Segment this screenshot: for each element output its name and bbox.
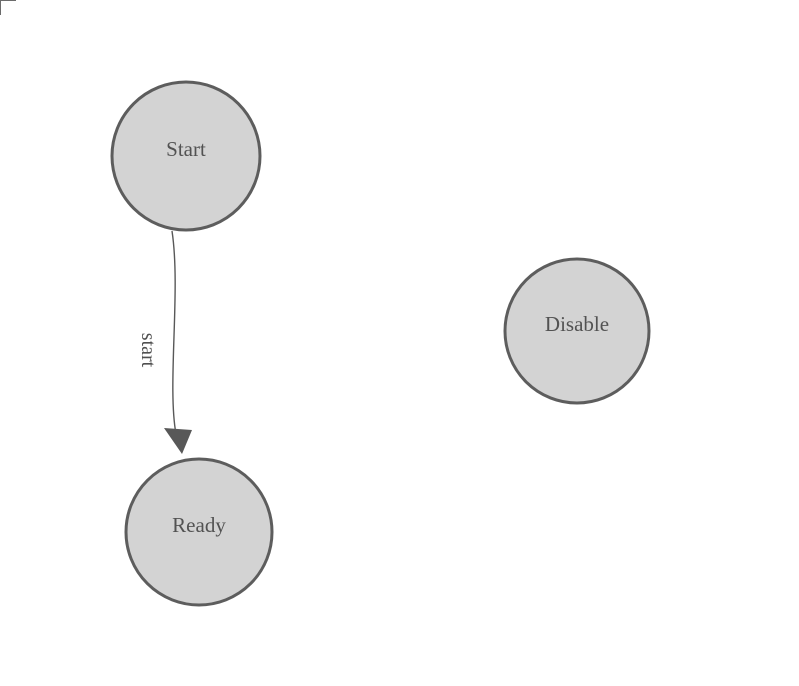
node-disable[interactable]: Disable	[503, 257, 651, 405]
node-ready-circle[interactable]	[124, 457, 274, 607]
node-disable-circle[interactable]	[503, 257, 651, 405]
node-ready[interactable]: Ready	[124, 457, 274, 607]
node-ready-label: Ready	[172, 513, 226, 537]
node-disable-label: Disable	[545, 312, 609, 336]
node-start[interactable]: Start	[110, 80, 262, 232]
edge-start-to-ready[interactable]: start	[137, 230, 192, 454]
node-start-circle[interactable]	[110, 80, 262, 232]
arrowhead-icon	[164, 428, 192, 454]
canvas-corner-mark	[0, 0, 16, 15]
node-start-label: Start	[166, 137, 206, 161]
edge-label: start	[137, 333, 159, 368]
edge-path[interactable]	[171, 230, 177, 435]
